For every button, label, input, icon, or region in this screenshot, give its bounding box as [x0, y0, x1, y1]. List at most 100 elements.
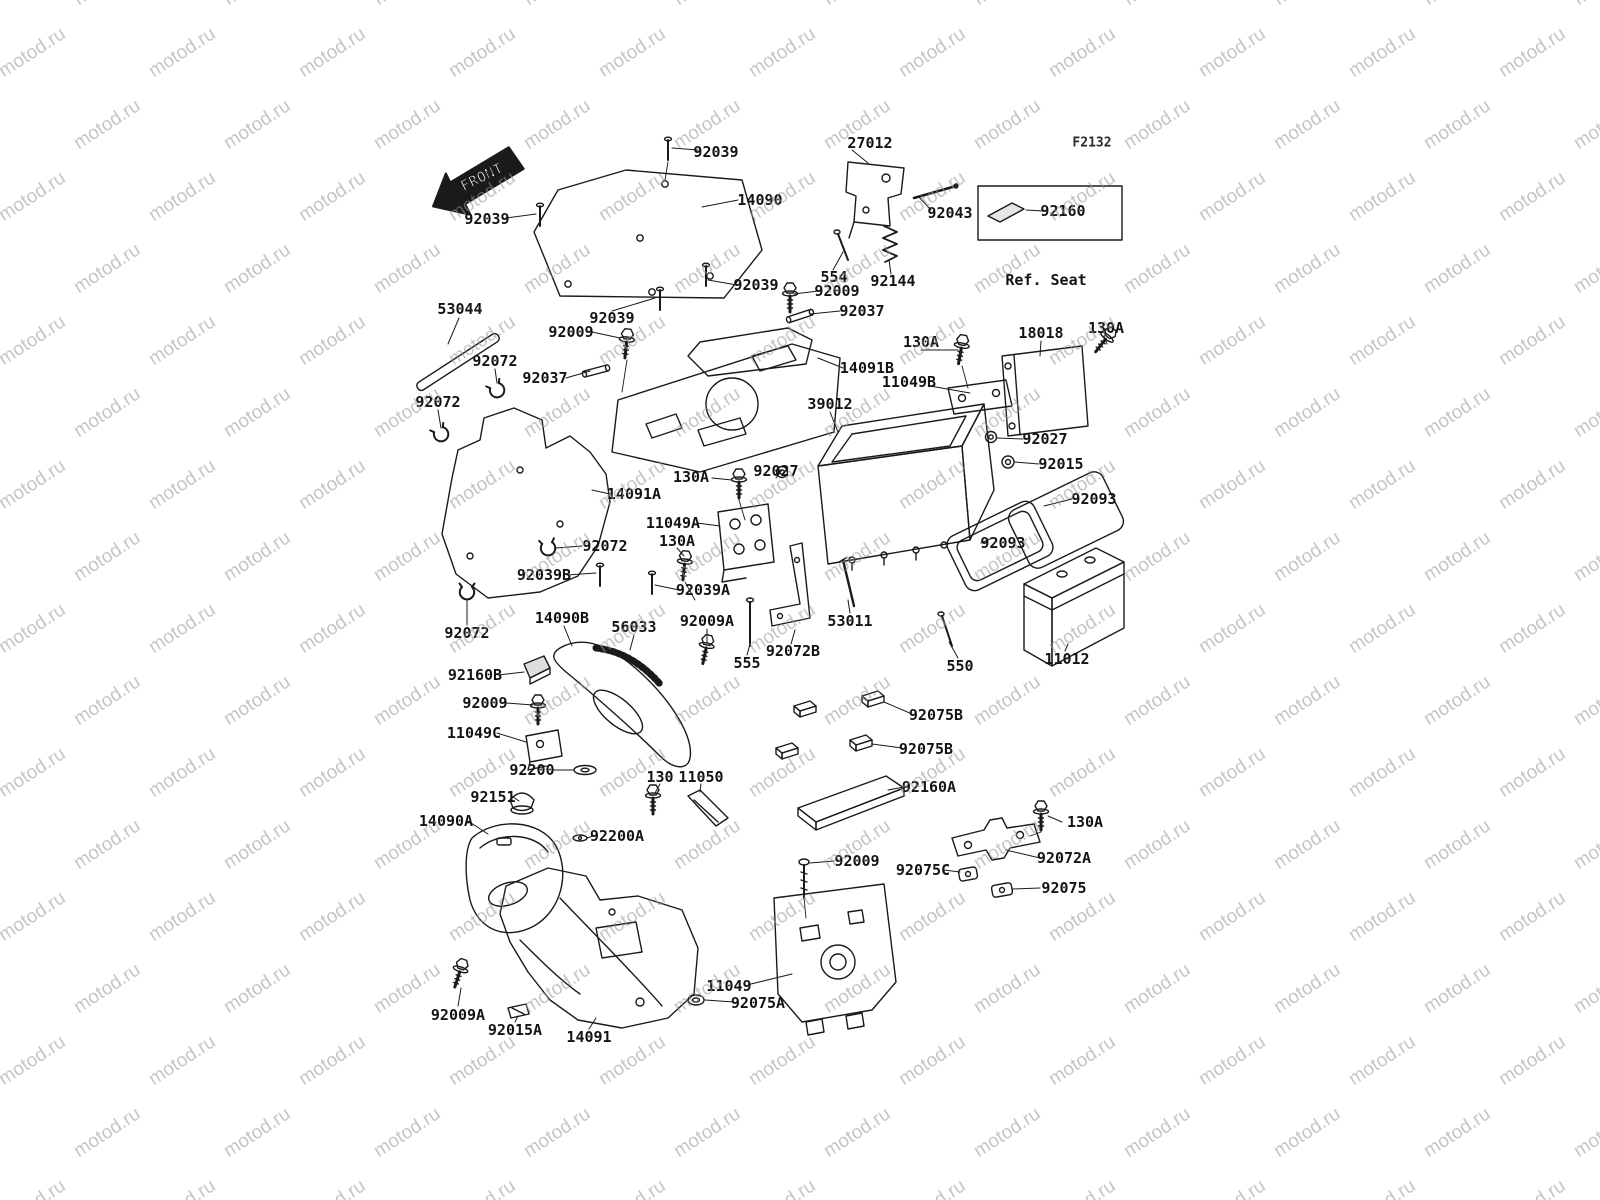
part-label-11049a: 11049A	[645, 514, 701, 532]
part-label-130a: 130A	[1087, 319, 1125, 337]
part-14091A	[441, 407, 611, 599]
part-label-130a: 130A	[658, 532, 696, 550]
part-label-92015: 92015	[1038, 455, 1084, 473]
part-label-53011: 53011	[827, 612, 873, 630]
part-11050	[687, 789, 729, 827]
part-14091B	[611, 327, 841, 473]
grommet-92075A	[687, 994, 705, 1006]
part-11049A	[717, 503, 775, 583]
part-label-92009: 92009	[814, 282, 860, 300]
part-label-92075c: 92075C	[895, 861, 951, 879]
grommet-92015	[1001, 455, 1015, 469]
part-14091	[499, 867, 699, 1029]
assembly-lines	[621, 359, 1042, 837]
part-label-14091: 14091	[566, 1028, 612, 1046]
part-label-92009a: 92009A	[430, 1006, 486, 1024]
part-label-92072: 92072	[582, 537, 628, 555]
part-label-14090b: 14090B	[534, 609, 590, 627]
part-label-92160a: 92160A	[901, 778, 957, 796]
part-39012	[817, 403, 995, 571]
part-label-92075b: 92075B	[898, 740, 954, 758]
part-11049C	[525, 729, 563, 771]
pad-92015A	[507, 1003, 530, 1019]
pad-92075C	[957, 866, 979, 882]
part-label-92200a: 92200A	[589, 827, 645, 845]
part-label-130a: 130A	[1066, 813, 1104, 831]
part-label-92037: 92037	[839, 302, 885, 320]
part-label-92151: 92151	[470, 788, 516, 806]
part-label-550: 550	[946, 657, 974, 675]
part-11049	[773, 883, 897, 1036]
pad-92160B	[523, 655, 551, 685]
pin-554	[833, 229, 849, 261]
rod-92043	[912, 183, 959, 200]
part-label-92072: 92072	[472, 352, 518, 370]
part-label-130: 130	[646, 768, 674, 786]
rod-53011	[838, 557, 856, 608]
part-label-92093: 92093	[1071, 490, 1117, 508]
part-label-27012: 27012	[847, 134, 893, 152]
part-label-14090a: 14090A	[418, 812, 474, 830]
part-label-92160: 92160	[1040, 202, 1086, 220]
part-label-92144: 92144	[870, 272, 916, 290]
part-label-92075a: 92075A	[730, 994, 786, 1012]
part-label-92160b: 92160B	[447, 666, 503, 684]
gasket-92093-left	[946, 500, 1054, 592]
strip-56033	[592, 644, 664, 688]
part-14090	[533, 169, 763, 299]
part-label-92015a: 92015A	[487, 1021, 543, 1039]
part-label-11049: 11049	[706, 977, 752, 995]
part-label-92072: 92072	[415, 393, 461, 411]
part-label-39012: 39012	[807, 395, 853, 413]
part-label-56033: 56033	[611, 618, 657, 636]
part-label-92200: 92200	[509, 761, 555, 779]
part-label-92072: 92072	[444, 624, 490, 642]
part-label-92009: 92009	[834, 852, 880, 870]
part-label-92039: 92039	[589, 309, 635, 327]
part-label-92075: 92075	[1041, 879, 1087, 897]
part-18018	[1001, 345, 1089, 437]
cap-92151	[509, 792, 535, 815]
bracket-92072B	[769, 542, 811, 627]
part-label-18018: 18018	[1018, 324, 1064, 342]
bracket-92072A	[951, 817, 1041, 861]
screw-92009-long	[798, 858, 810, 919]
spring-92144	[882, 225, 898, 263]
part-label-92039: 92039	[693, 143, 739, 161]
part-label-92037: 92037	[522, 369, 568, 387]
part-label-554: 554	[820, 268, 848, 286]
part-label-92039: 92039	[733, 276, 779, 294]
part-27012	[845, 161, 905, 239]
part-label-130a: 130A	[902, 333, 940, 351]
washer-92200	[573, 764, 597, 776]
part-label-11049b: 11049B	[881, 373, 937, 391]
pin-550	[937, 611, 953, 647]
ref-seat-box	[977, 185, 1123, 241]
part-label-92043: 92043	[927, 204, 973, 222]
part-11012	[1023, 547, 1125, 667]
rod-53044	[416, 332, 500, 392]
part-11049B	[947, 379, 1013, 415]
part-label-11050: 11050	[678, 768, 724, 786]
part-label-92009: 92009	[548, 323, 594, 341]
part-label-11012: 11012	[1044, 650, 1090, 668]
part-label-555: 555	[733, 654, 761, 672]
part-label-92027: 92027	[753, 462, 799, 480]
part-14090A	[465, 823, 564, 934]
part-label-92027: 92027	[1022, 430, 1068, 448]
gasket-92093-right	[1007, 471, 1125, 569]
part-label-14091a: 14091A	[606, 485, 662, 503]
part-label-92075b: 92075B	[908, 706, 964, 724]
pin-555	[745, 597, 755, 647]
part-label-92072a: 92072A	[1036, 849, 1092, 867]
part-label-53044: 53044	[437, 300, 483, 318]
part-label-14091b: 14091B	[839, 359, 895, 377]
part-label-92009: 92009	[462, 694, 508, 712]
part-label-11049c: 11049C	[446, 724, 502, 742]
part-label-92009a: 92009A	[679, 612, 735, 630]
part-label-130a: 130A	[672, 468, 710, 486]
ref-seat-label: Ref. Seat	[1005, 271, 1087, 289]
